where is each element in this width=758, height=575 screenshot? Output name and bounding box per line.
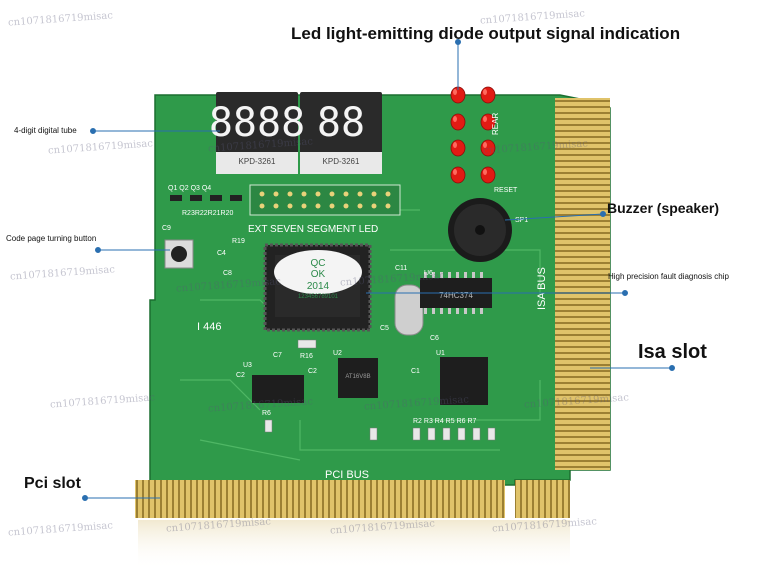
chip-u1 [440,357,488,405]
r16-label: R16 [300,353,313,360]
tube-annotation: 4-digit digital tube [14,126,77,135]
u3-label: U3 [243,362,252,369]
crystal-oscillator [394,284,424,336]
u2-label: U2 [333,350,342,357]
chip-year: 2014 [307,281,330,292]
button-annotation: Code page turning button [6,234,97,243]
chip-u2-text: AT16V8B [345,374,370,380]
ext-led-header [249,184,401,216]
isa-annotation: Isa slot [638,341,707,363]
resistor-row [264,339,496,441]
c6-label: C6 [430,335,439,342]
c2-label: C2 [308,368,317,375]
main-diagnosis-chip: QC OK 2014 123456789101 [263,243,372,332]
pci-bus-label: PCI BUS [325,469,369,481]
ext-led-label: EXT SEVEN SEGMENT LED [248,224,378,235]
r-row-label: R2 R3 R4 R5 R6 R7 [413,418,477,425]
rear-label: REAR [491,113,500,135]
c9-label: C9 [162,225,171,232]
led-annotation: Led light-emitting diode output signal i… [291,24,681,43]
u1-label: U1 [436,350,445,357]
isa-bus-label: ISA BUS [536,267,548,310]
leader-lines [82,39,675,501]
chip-74-label: 74HC374 [439,291,473,300]
pci-slot-connector-right [515,480,570,518]
serial-label: I 446 [197,321,221,333]
transistor-row [170,195,242,201]
display-digits-left: 8888 [209,100,305,146]
sp1-label: SP1 [515,217,528,224]
pci-annotation: Pci slot [24,475,81,492]
c11-label: C11 [395,265,407,272]
reset-label: RESET [494,187,518,194]
chip-ok: OK [311,269,326,280]
header-pins [259,191,391,209]
buzzer-annotation: Buzzer (speaker) [607,200,720,216]
display-digits-right: 88 [317,100,365,146]
c5-label: C5 [380,325,389,332]
r19-label: R19 [232,238,245,245]
chip-u2: AT16V8B [338,358,378,398]
c7-label: C7 [273,352,282,359]
r-top-label: R23R22R21R20 [182,210,233,217]
chip-annotation: High precision fault diagnosis chip [608,272,729,281]
chip-qc: QC [311,258,326,269]
display-right-model: KPD-3261 [323,157,360,166]
chip-code: 123456789101 [298,294,339,300]
led-array [450,86,496,184]
pci-slot-connector [135,480,505,518]
display-left-model: KPD-3261 [239,157,276,166]
page-button [164,239,194,269]
r6-label: R6 [262,410,271,417]
c3-label: C2 [236,372,245,379]
isa-slot-connector [555,98,610,470]
c4-label: C4 [217,250,226,257]
c1-label: C1 [411,368,420,375]
buzzer [448,198,512,262]
u6-label: U6 [424,270,433,277]
chip-u3 [252,375,304,403]
board-reflection [138,520,570,570]
seven-segment-display: 8888 88 KPD-3261 KPD-3261 [209,92,382,174]
q-row-label: Q1 Q2 Q3 Q4 [168,185,211,192]
c8-label: C8 [223,270,232,277]
